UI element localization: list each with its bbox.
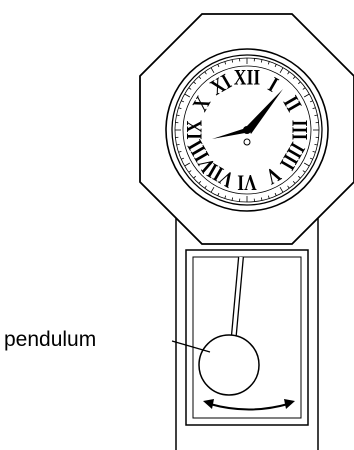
pendulum-bob bbox=[199, 335, 259, 395]
hand-pivot bbox=[243, 126, 251, 134]
pendulum-label: pendulum bbox=[4, 328, 96, 351]
numeral: VI bbox=[237, 170, 257, 194]
pendulum-window bbox=[186, 250, 308, 425]
numeral: III bbox=[287, 120, 311, 141]
numeral: IX bbox=[183, 120, 207, 140]
numeral: XII bbox=[234, 66, 261, 90]
